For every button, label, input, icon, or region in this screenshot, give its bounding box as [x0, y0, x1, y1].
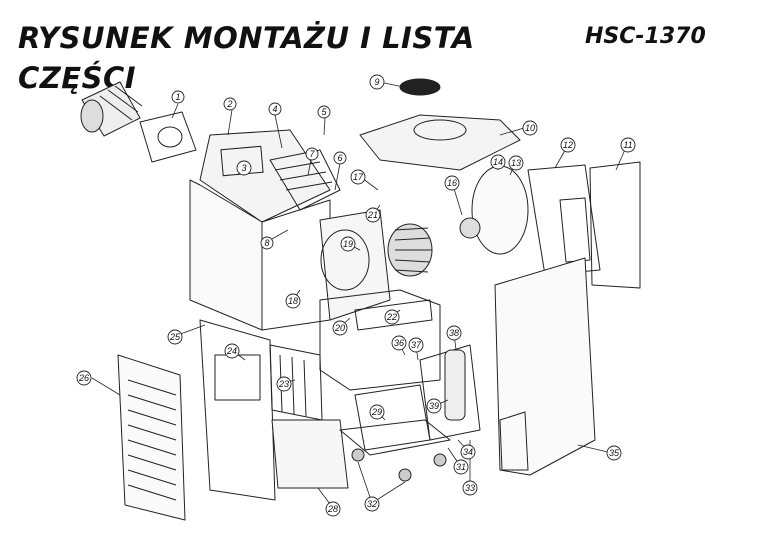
callout-36: 36: [391, 335, 407, 351]
callout-34: 34: [460, 444, 476, 460]
callout-23: 23: [276, 376, 292, 392]
svg-text:1: 1: [175, 92, 180, 102]
svg-text:21: 21: [367, 210, 378, 220]
svg-text:14: 14: [493, 157, 503, 167]
callout-1: 1: [171, 90, 185, 104]
page-title: RYSUNEK MONTAŻU I LISTA CZĘŚCI: [18, 21, 475, 95]
svg-text:7: 7: [309, 149, 315, 159]
svg-text:31: 31: [456, 462, 466, 472]
callout-33: 33: [462, 480, 478, 496]
svg-text:28: 28: [327, 504, 338, 514]
callout-20: 20: [332, 320, 348, 336]
left-cabinet: [189, 179, 263, 331]
callout-29: 29: [369, 404, 385, 420]
svg-text:33: 33: [465, 483, 475, 493]
callout-12: 12: [560, 137, 576, 153]
callout-11: 11: [620, 137, 636, 153]
filter-disc: [399, 78, 441, 96]
rear-flange-plate: [139, 111, 197, 163]
svg-text:10: 10: [525, 123, 535, 133]
rear-panel: [589, 161, 641, 289]
control-panel: [199, 129, 341, 223]
callout-39: 39: [426, 398, 442, 414]
svg-text:36: 36: [394, 338, 404, 348]
svg-text:3: 3: [241, 163, 246, 173]
svg-text:26: 26: [78, 373, 89, 383]
condenser-fan: [471, 165, 529, 255]
svg-text:34: 34: [463, 447, 473, 457]
callout-6: 6: [333, 151, 347, 165]
model-number: HSC-1370: [585, 24, 706, 49]
svg-text:29: 29: [371, 407, 382, 417]
condenser-frame: [527, 164, 601, 276]
callout-31: 31: [453, 459, 469, 475]
front-panel: [199, 319, 276, 501]
callout-28: 28: [325, 501, 341, 517]
svg-text:5: 5: [321, 107, 327, 117]
callout-24: 24: [224, 343, 240, 359]
top-housing: [359, 114, 521, 171]
callout-21: 21: [365, 207, 381, 223]
blower-assembly: [319, 209, 433, 321]
svg-text:19: 19: [343, 239, 353, 249]
callout-8: 8: [260, 236, 274, 250]
svg-text:6: 6: [337, 153, 342, 163]
callout-9: 9: [369, 74, 385, 90]
right-side-cover: [494, 257, 596, 476]
svg-text:18: 18: [288, 296, 298, 306]
svg-text:13: 13: [511, 158, 521, 168]
callout-38: 38: [446, 325, 462, 341]
svg-text:38: 38: [449, 328, 459, 338]
callout-26: 26: [76, 370, 92, 386]
callout-35: 35: [606, 445, 622, 461]
svg-text:35: 35: [609, 448, 620, 458]
svg-text:16: 16: [447, 178, 457, 188]
exhaust-hose: [80, 81, 143, 137]
svg-text:25: 25: [169, 332, 181, 342]
svg-text:12: 12: [563, 140, 573, 150]
svg-text:9: 9: [374, 77, 379, 87]
callout-32: 32: [364, 496, 380, 512]
front-grille: [117, 354, 186, 521]
callout-16: 16: [444, 175, 460, 191]
svg-text:32: 32: [367, 499, 377, 509]
svg-text:11: 11: [623, 140, 632, 150]
svg-text:39: 39: [429, 401, 439, 411]
svg-text:17: 17: [353, 172, 364, 182]
callout-18: 18: [285, 293, 301, 309]
base-tray: [339, 419, 451, 456]
callout-25: 25: [167, 329, 183, 345]
callout-22: 22: [384, 309, 400, 325]
callout-17: 17: [350, 169, 366, 185]
callout-5: 5: [317, 105, 331, 119]
svg-text:23: 23: [278, 379, 289, 389]
callout-13: 13: [508, 155, 524, 171]
svg-text:20: 20: [334, 323, 345, 333]
water-tank: [271, 419, 349, 489]
svg-text:8: 8: [264, 238, 269, 248]
svg-text:2: 2: [226, 99, 232, 109]
svg-text:37: 37: [411, 340, 422, 350]
callout-7: 7: [305, 147, 319, 161]
callout-3: 3: [236, 160, 252, 176]
svg-text:24: 24: [226, 346, 237, 356]
callout-14: 14: [490, 154, 506, 170]
callout-10: 10: [522, 120, 538, 136]
callout-37: 37: [408, 337, 424, 353]
callout-4: 4: [268, 102, 282, 116]
callout-19: 19: [340, 236, 356, 252]
callout-2: 2: [223, 97, 237, 111]
svg-text:4: 4: [272, 104, 277, 114]
svg-text:22: 22: [386, 312, 397, 322]
